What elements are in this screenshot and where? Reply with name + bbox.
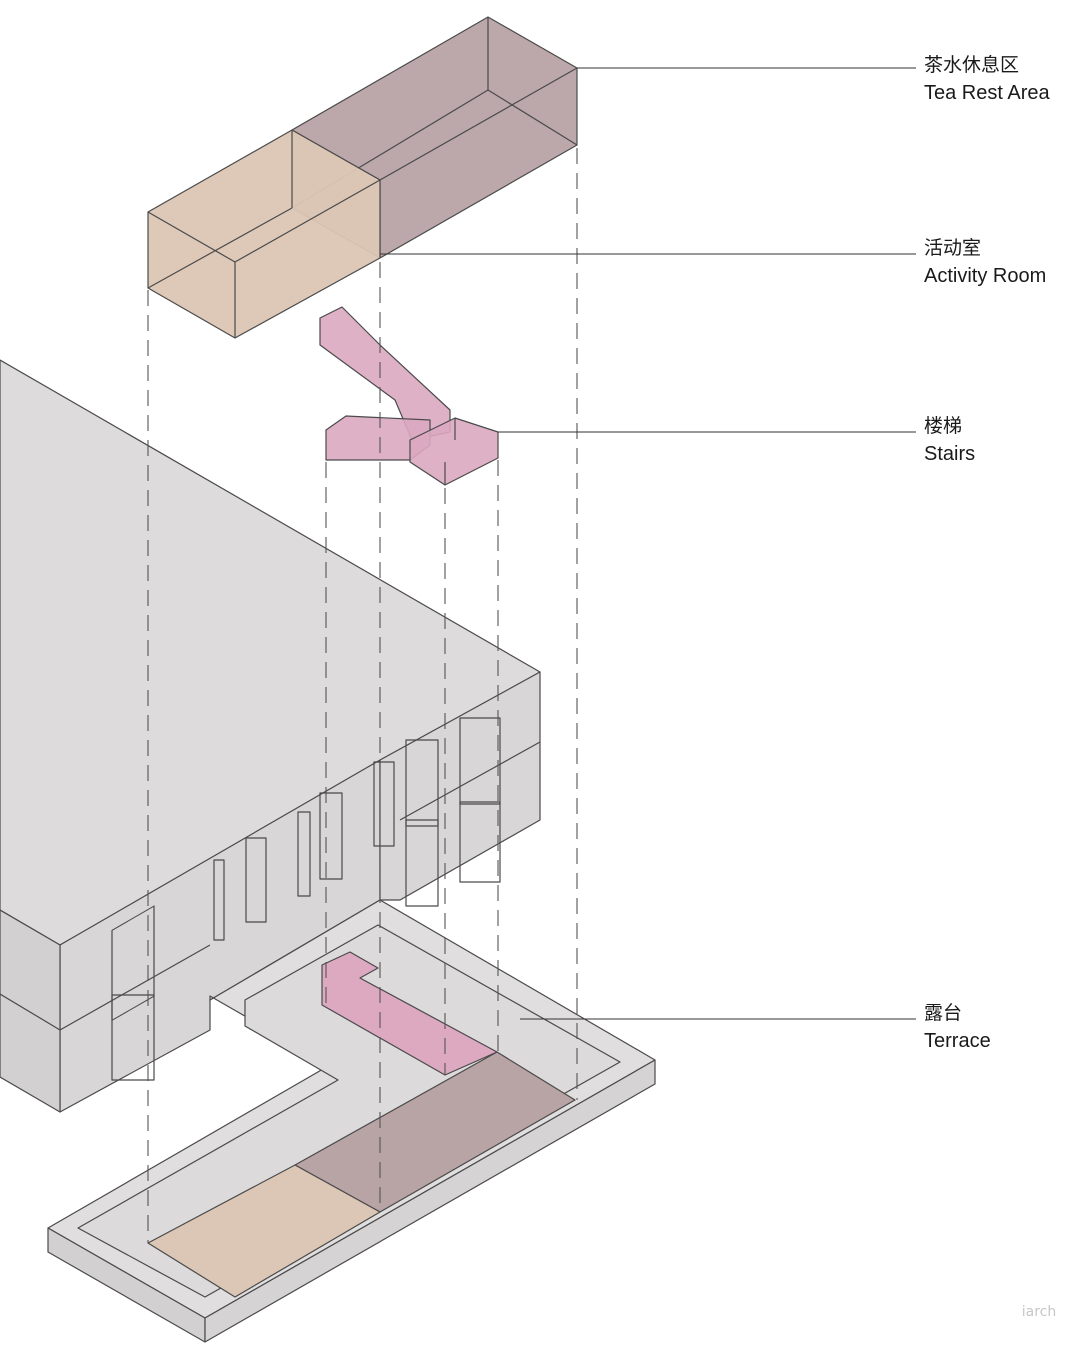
projection-lines (147, 148, 578, 1243)
window (319, 792, 343, 880)
window (297, 811, 311, 897)
label-terrace-en: Terrace (924, 1029, 991, 1052)
window (459, 717, 501, 805)
terrace-inner (77, 924, 621, 1298)
label-terrace: 露台 Terrace (924, 1002, 991, 1053)
tea-rest-edge (379, 67, 578, 181)
activity-room-footprint (147, 1164, 381, 1298)
activity-room-edge (147, 211, 236, 263)
activity-room-volume (147, 129, 381, 339)
label-stairs-en: Stairs (924, 442, 976, 465)
window (405, 739, 439, 827)
stairs-volume (319, 306, 499, 486)
tea-rest-edge (487, 89, 578, 146)
label-tea-rest-area-cn: 茶水休息区 (924, 54, 1020, 76)
terrace-slab (47, 899, 656, 1343)
terrace-edge-right (204, 1059, 656, 1343)
floor-line-lower (0, 993, 61, 1031)
window (245, 837, 267, 923)
label-activity-room-en: Activity Room (924, 264, 1047, 287)
main-building (0, 359, 541, 1113)
label-stairs: 楼梯 Stairs (924, 415, 975, 466)
window (405, 819, 439, 907)
label-tea-rest-area: 茶水休息区 Tea Rest Area (924, 54, 1050, 105)
building-left-face (0, 909, 61, 1113)
window (111, 905, 155, 1022)
label-stairs-cn: 楼梯 (924, 415, 963, 437)
leader-lines (380, 67, 916, 1020)
label-activity-room: 活动室 Activity Room (924, 237, 1046, 288)
label-terrace-cn: 露台 (924, 1002, 963, 1024)
window (459, 801, 501, 883)
window (373, 761, 395, 847)
upper-volumes (147, 16, 578, 339)
label-tea-rest-area-en: Tea Rest Area (924, 81, 1050, 104)
window (213, 859, 225, 941)
floor-line-lower-front (59, 944, 211, 1031)
activity-room-edge (234, 179, 381, 263)
floor-line-upper (399, 741, 541, 821)
label-activity-room-cn: 活动室 (924, 237, 982, 259)
watermark-logo: iarch (1021, 1304, 1057, 1320)
stairs-footprint (321, 951, 498, 1076)
window (111, 994, 155, 1081)
activity-room-edge (147, 207, 293, 289)
